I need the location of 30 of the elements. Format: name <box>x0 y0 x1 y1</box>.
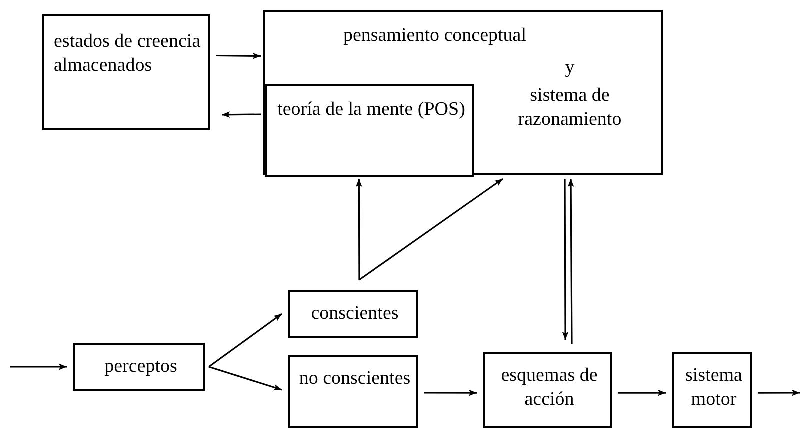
node-label: sistema motor <box>684 364 744 412</box>
node-label: conscientes <box>310 302 400 326</box>
arrow <box>222 112 261 118</box>
node-label: sistema de razonamiento <box>517 84 623 132</box>
belief-store-box <box>42 14 210 130</box>
node-label: pensamiento conceptual <box>342 24 528 48</box>
node-label: esquemas de acción <box>500 364 599 412</box>
node-label: perceptos <box>104 355 178 379</box>
theory-of-mind-box <box>265 84 474 177</box>
node-label: no conscientes <box>298 367 412 391</box>
arrow <box>356 179 362 280</box>
arrow <box>424 390 477 396</box>
process-box <box>288 290 418 338</box>
node-label: estados de creencia almacenados <box>54 30 202 78</box>
node-label: teoría de la mente (POS) <box>277 98 466 122</box>
node-label: y <box>564 56 576 80</box>
arrow <box>359 178 504 281</box>
arrow <box>568 179 574 344</box>
process-box <box>73 343 205 391</box>
process-box <box>672 352 752 428</box>
arrow <box>10 364 67 370</box>
arrow <box>216 52 261 60</box>
reasoning-system-box <box>263 10 663 175</box>
arrow <box>208 366 282 391</box>
process-box <box>483 352 612 428</box>
arrow <box>562 179 569 340</box>
arrow <box>208 313 282 368</box>
process-box <box>288 355 418 428</box>
arrow <box>758 390 800 396</box>
arrow <box>618 390 666 396</box>
